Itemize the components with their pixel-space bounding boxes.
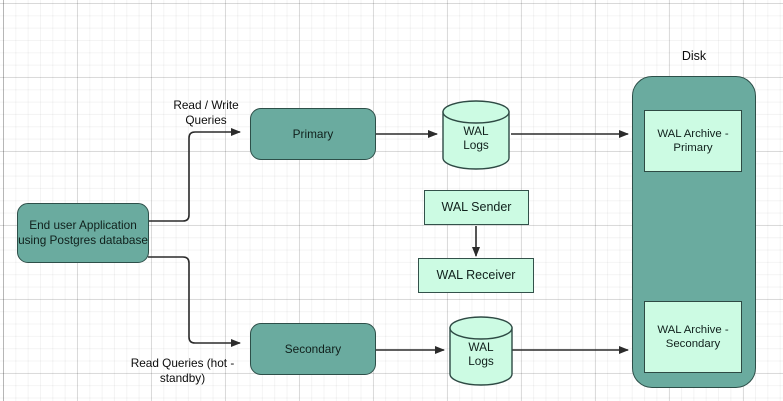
canvas-left-rule — [3, 0, 4, 401]
node-end-user-application-label: End user Application using Postgres data… — [18, 218, 148, 247]
node-wal-archive-primary-label: WAL Archive - Primary — [657, 127, 729, 154]
node-wal-logs-primary-label: WAL Logs — [463, 124, 489, 153]
node-secondary-label: Secondary — [284, 341, 342, 356]
node-primary[interactable]: Primary — [250, 108, 376, 160]
edge-app-to-secondary — [148, 256, 241, 347]
node-wal-logs-primary[interactable]: WAL Logs — [441, 100, 511, 170]
node-wal-archive-secondary[interactable]: WAL Archive - Secondary — [644, 301, 742, 373]
node-wal-archive-primary[interactable]: WAL Archive - Primary — [644, 110, 742, 172]
node-wal-sender[interactable]: WAL Sender — [424, 190, 529, 225]
node-secondary[interactable]: Secondary — [250, 323, 376, 375]
node-wal-archive-secondary-label: WAL Archive - Secondary — [657, 323, 729, 350]
label-disk: Disk — [681, 49, 707, 63]
edge-app-to-primary — [148, 128, 241, 222]
node-wal-receiver[interactable]: WAL Receiver — [418, 258, 534, 293]
node-wal-receiver-label: WAL Receiver — [436, 267, 516, 282]
node-end-user-application[interactable]: End user Application using Postgres data… — [17, 203, 149, 263]
node-wal-sender-label: WAL Sender — [441, 199, 512, 214]
label-read-write-queries: Read / Write Queries — [173, 98, 239, 127]
label-read-queries-hot-standby: Read Queries (hot - standby) — [130, 356, 235, 385]
cylinder-shape-primary — [442, 100, 510, 170]
node-wal-logs-secondary[interactable]: WAL Logs — [448, 316, 514, 386]
cylinder-shape-secondary — [449, 316, 513, 386]
node-primary-label: Primary — [292, 126, 334, 141]
node-wal-logs-secondary-label: WAL Logs — [468, 340, 494, 369]
